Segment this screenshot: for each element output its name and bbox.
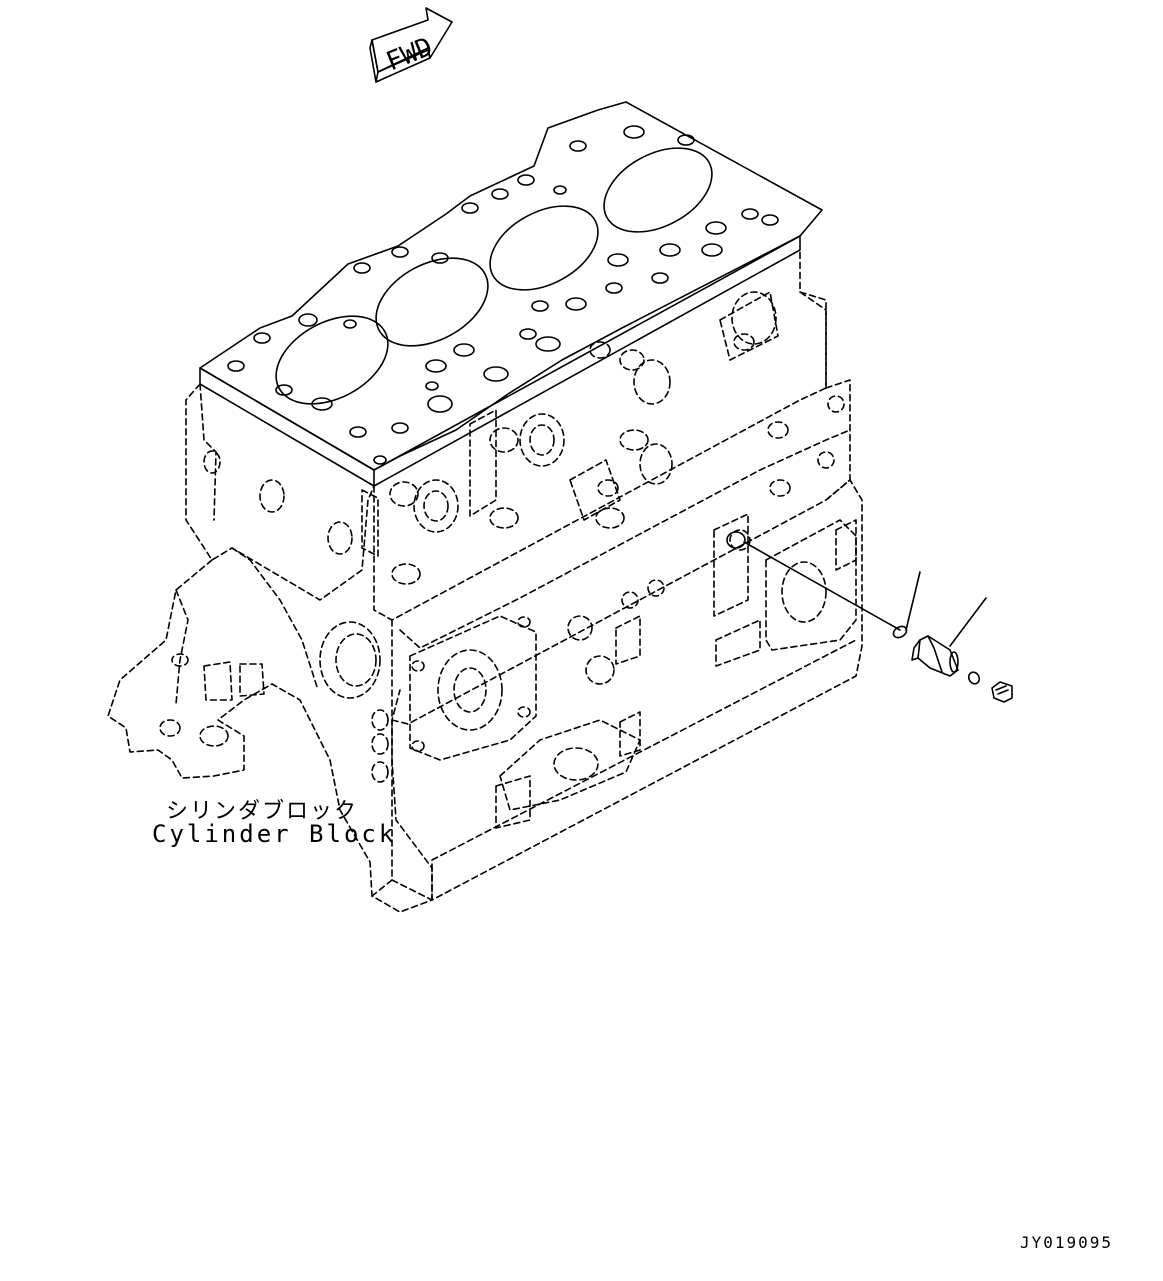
o-ring [967,671,981,685]
plug [991,681,1013,703]
fwd-text: FWD [382,32,437,77]
part-label-en: Cylinder Block [152,820,397,848]
sensor-port [726,531,746,549]
gasket-ring [892,625,908,639]
exploded-leader-lines [743,541,987,647]
oil-pressure-switch [911,635,959,677]
drawing-code: JY019095 [1020,1233,1114,1252]
part-label-jp: シリンダブロック [166,799,359,824]
fwd-arrow-icon: FWD [369,7,453,83]
cylinder-block [107,101,863,913]
